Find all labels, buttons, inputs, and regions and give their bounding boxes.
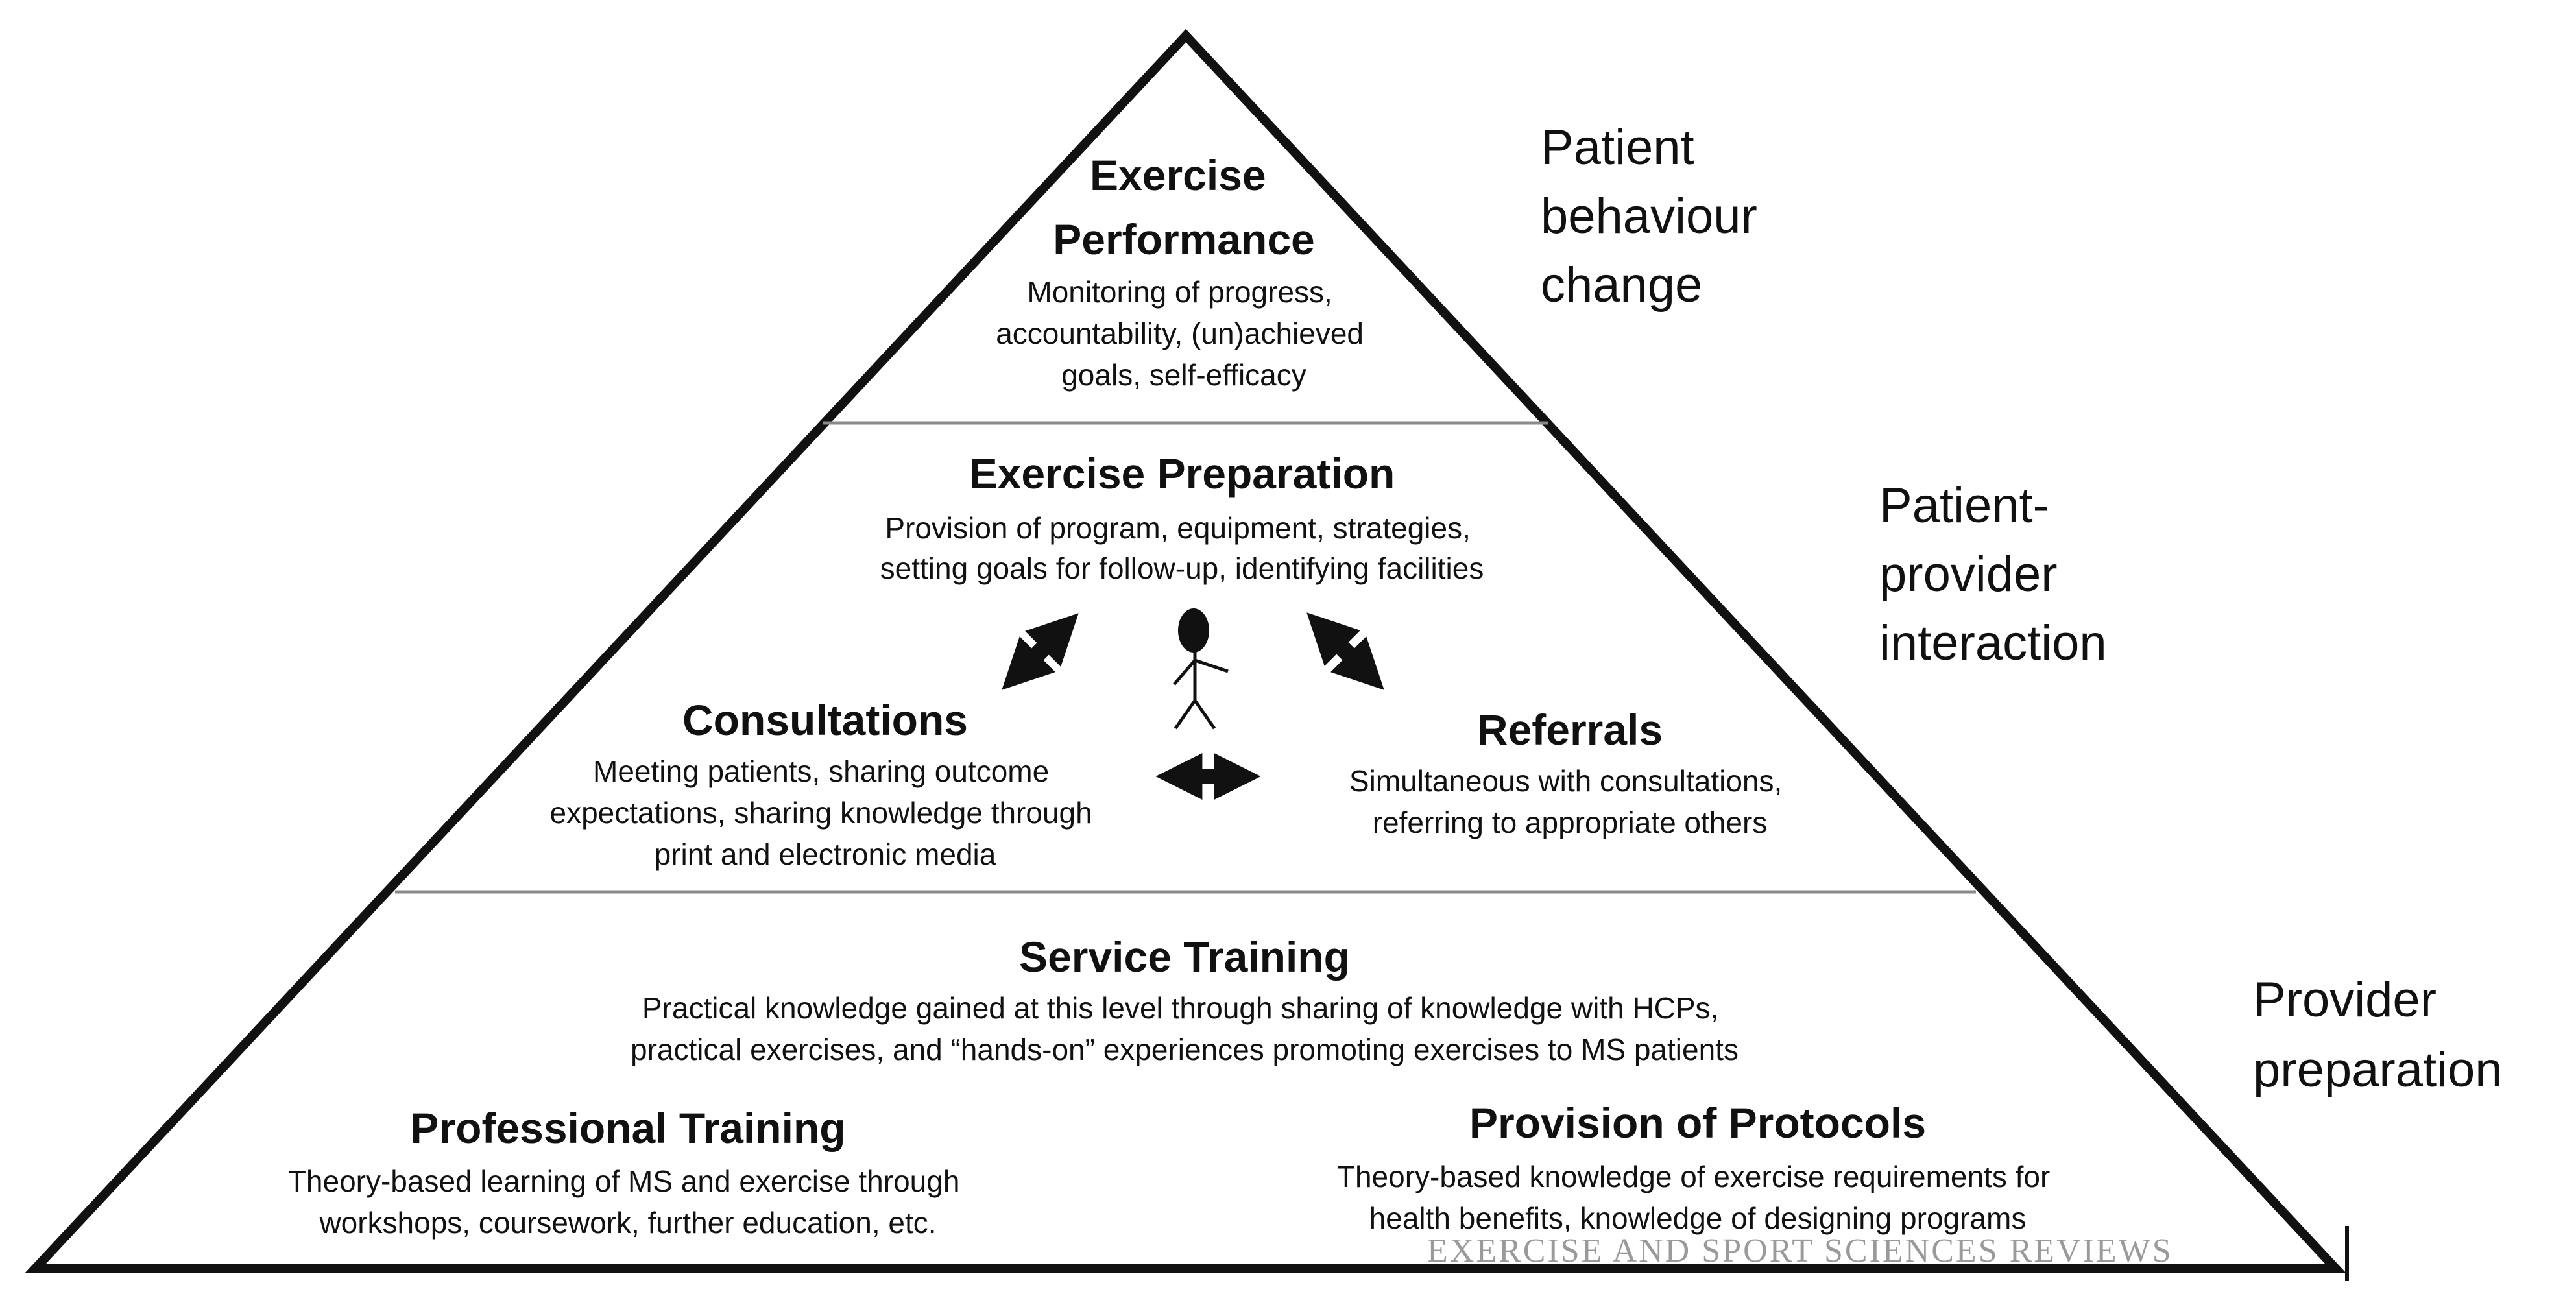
professional-training-title: Professional Training [410, 1104, 845, 1152]
watermark: EXERCISE AND SPORT SCIENCES REVIEWS [1427, 1232, 2173, 1269]
stick-figure-icon [1173, 608, 1229, 730]
professional-training-description: Theory-based learning of MS and exercise… [288, 1164, 968, 1240]
side-label-provider-preparation: Provider preparation [2253, 972, 2503, 1097]
exercise-performance-description: Monitoring of progress, accountability, … [996, 275, 1372, 392]
referrals-title: Referrals [1477, 706, 1663, 754]
referrals-description: Simultaneous with consultations, referri… [1349, 764, 1790, 839]
tier-exercise-performance: Exercise Performance Monitoring of progr… [996, 151, 1372, 392]
service-training-description: Practical knowledge gained at this level… [631, 991, 1739, 1066]
tier-patient-provider: Exercise Preparation Provision of progra… [549, 450, 1790, 871]
exercise-performance-title: Exercise Performance [1053, 151, 1315, 263]
service-training-title: Service Training [1019, 933, 1350, 981]
consultations-title: Consultations [682, 696, 968, 744]
side-label-patient-provider-interaction: Patient- provider interaction [1879, 478, 2107, 671]
pyramid-outline [25, 29, 2346, 1273]
exercise-preparation-title: Exercise Preparation [969, 450, 1395, 498]
consultations-description: Meeting patients, sharing outcome expect… [549, 754, 1100, 871]
provision-of-protocols-title: Provision of Protocols [1469, 1099, 1926, 1147]
double-arrow-up-right-icon [1002, 613, 1079, 690]
exercise-preparation-description: Provision of program, equipment, strateg… [880, 511, 1484, 585]
tier-provider-preparation: Service Training Practical knowledge gai… [288, 933, 2058, 1240]
provision-of-protocols-description: Theory-based knowledge of exercise requi… [1337, 1160, 2058, 1235]
double-arrow-down-right-icon [1306, 612, 1384, 690]
side-label-patient-behaviour-change: Patient behaviour change [1541, 120, 1771, 313]
